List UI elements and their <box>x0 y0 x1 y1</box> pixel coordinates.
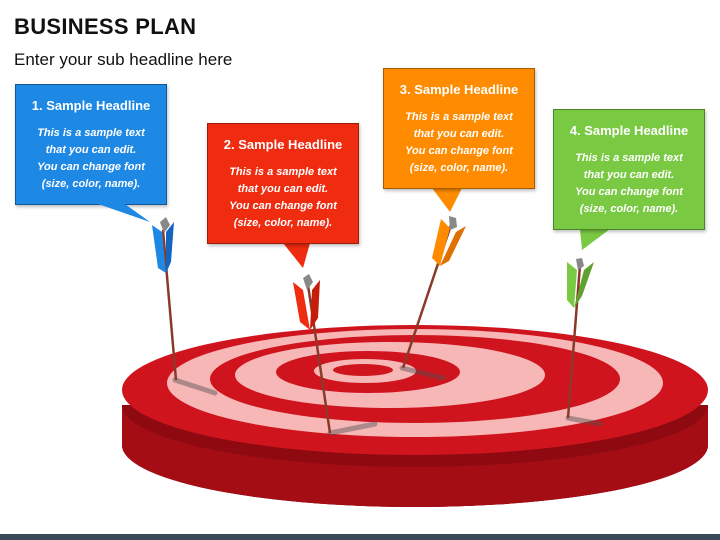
callout-3-line-2: that you can edit. <box>413 128 505 140</box>
arrow-orange <box>401 216 466 369</box>
callout-4: 4. Sample Headline This is a sample text… <box>553 109 705 230</box>
callout-1-line-2: that you can edit. <box>45 144 137 156</box>
callout-1: 1. Sample Headline This is a sample text… <box>15 84 167 205</box>
callout-3: 3. Sample Headline This is a sample text… <box>383 68 535 189</box>
callout-3-heading: 3. Sample Headline <box>399 82 519 97</box>
callout-4-line-1: This is a sample text <box>575 152 683 164</box>
arrow-green <box>566 258 594 419</box>
callout-4-line-2: that you can edit. <box>583 169 675 181</box>
callout-4-heading: 4. Sample Headline <box>569 123 689 138</box>
arrow-blue <box>152 217 178 381</box>
callout-4-line-3: You can change font <box>575 186 683 198</box>
callout-1-heading: 1. Sample Headline <box>31 98 151 113</box>
callout-2-line-3: You can change font <box>229 200 337 212</box>
callout-1-line-3: You can change font <box>37 161 145 173</box>
callout-4-body: This is a sample text that you can edit.… <box>554 150 704 218</box>
callout-1-body: This is a sample text that you can edit.… <box>16 125 166 193</box>
callout-1-line-1: This is a sample text <box>37 127 145 139</box>
callout-2-heading: 2. Sample Headline <box>223 137 343 152</box>
callout-3-line-1: This is a sample text <box>405 111 513 123</box>
page-title: BUSINESS PLAN <box>14 14 197 39</box>
callout-4-line-4: (size, color, name). <box>579 203 679 215</box>
callout-3-body: This is a sample text that you can edit.… <box>384 109 534 177</box>
callout-2-line-1: This is a sample text <box>229 166 337 178</box>
callout-3-line-4: (size, color, name). <box>409 162 509 174</box>
callout-2-line-4: (size, color, name). <box>233 217 333 229</box>
callout-1-line-4: (size, color, name). <box>41 178 141 190</box>
callout-2-line-2: that you can edit. <box>237 183 329 195</box>
footer-bar <box>0 534 720 540</box>
target-bullseye <box>333 364 393 376</box>
arrow-red <box>293 274 332 434</box>
callout-3-line-3: You can change font <box>405 145 513 157</box>
callout-2-body: This is a sample text that you can edit.… <box>208 164 358 232</box>
page-subtitle: Enter your sub headline here <box>14 50 233 69</box>
callout-2: 2. Sample Headline This is a sample text… <box>207 123 359 244</box>
